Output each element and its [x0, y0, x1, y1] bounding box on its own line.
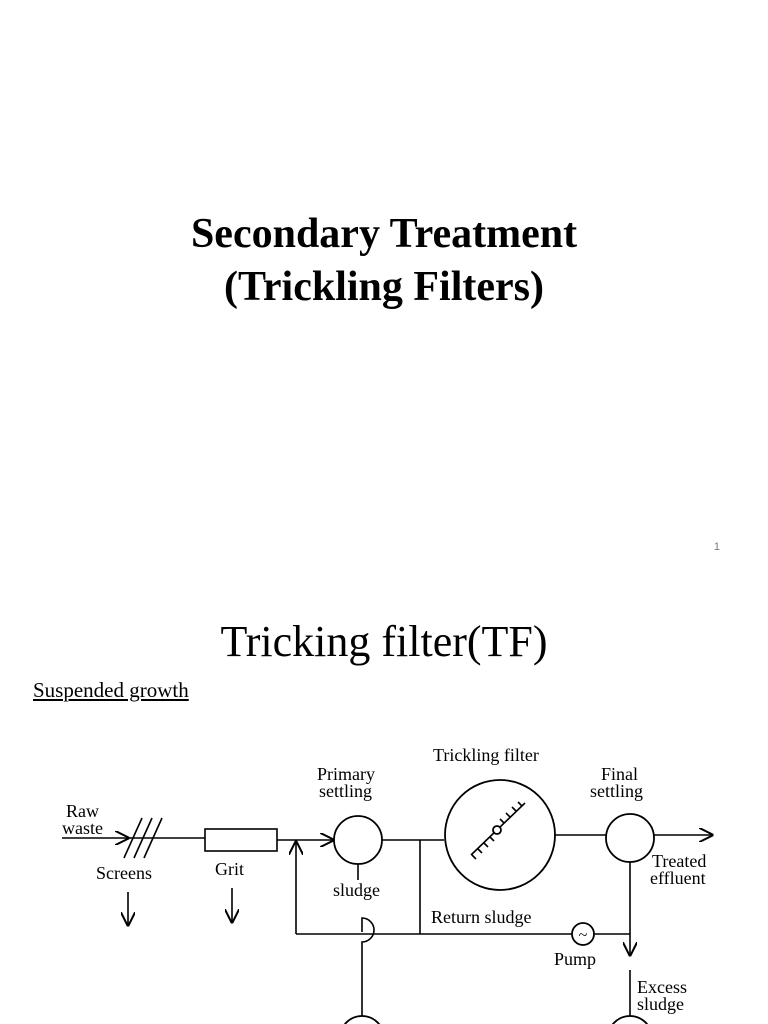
- subheading: Suspended growth: [33, 678, 189, 702]
- raw-waste-label: Raw: [66, 801, 99, 821]
- trickling-filter: [444, 779, 556, 891]
- slide-2: Tricking filter(TF) Suspended growth: [0, 570, 768, 1024]
- pump-symbol: ~: [579, 927, 588, 944]
- pump-icon: [571, 922, 595, 946]
- slide-title: Secondary Treatment (Trickling Filters): [0, 208, 768, 314]
- title-line-1: Secondary Treatment: [190, 211, 578, 257]
- excess-sludge-label: Excess: [637, 977, 687, 997]
- grit-label: Grit: [215, 859, 244, 879]
- screens-label: Screens: [96, 863, 152, 883]
- grit-chamber: [204, 828, 278, 852]
- return-sludge-label: Return sludge: [431, 907, 532, 927]
- slide-1: Secondary Treatment (Trickling Filters) …: [0, 208, 768, 553]
- process-flow-diagram: ~ Raw waste Screens Grit Primary settlin…: [62, 745, 768, 1024]
- primary-sludge-drop-line: [361, 917, 375, 1024]
- excess-sludge-label-2: sludge: [637, 994, 684, 1014]
- primary-settling-label-2: settling: [319, 781, 372, 801]
- trickling-filter-label: Trickling filter: [433, 745, 539, 765]
- treated-effluent-label: Treated: [652, 851, 706, 871]
- sludge-tank: [611, 1015, 649, 1024]
- title-line-2: (Trickling Filters): [224, 264, 544, 310]
- final-settling-label-2: settling: [590, 781, 643, 801]
- treated-effluent-label-2: effluent: [650, 868, 706, 888]
- raw-waste-label-2: waste: [62, 818, 103, 838]
- final-settling-tank: [605, 813, 655, 863]
- sludge-label: sludge: [333, 880, 380, 900]
- slide-title: Tricking filter(TF): [220, 617, 548, 666]
- primary-settling-tank: [333, 815, 383, 865]
- digester-tank: [343, 1015, 381, 1024]
- pump-label: Pump: [554, 949, 596, 969]
- final-settling-label: Final: [601, 764, 638, 784]
- primary-settling-label: Primary: [317, 764, 375, 784]
- page-number: 1: [713, 541, 720, 553]
